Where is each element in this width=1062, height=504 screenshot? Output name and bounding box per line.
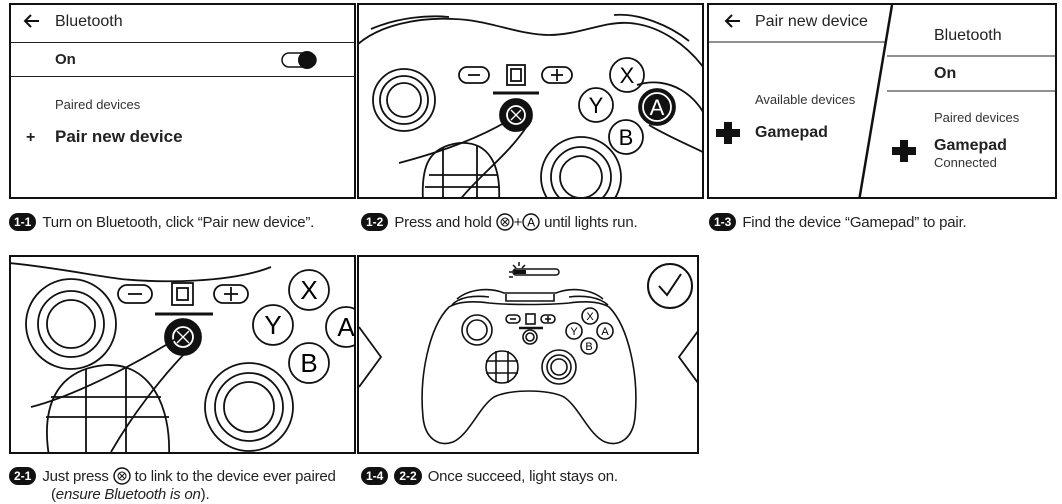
step-badge-1-1: 1-1	[9, 213, 37, 231]
home-button-icon	[112, 467, 131, 485]
controller-closeup-illustration: X Y A B	[359, 13, 702, 197]
arrow-left-icon[interactable]	[22, 13, 40, 29]
pair-new-device-title: Pair new device	[755, 13, 868, 30]
caption-1-1: 1-1 Turn on Bluetooth, click “Pair new de…	[9, 213, 314, 231]
gamepad-connected-status: Connected	[934, 155, 997, 170]
panel-controller-press: X Y A B	[9, 255, 356, 454]
caption-1-3-text: Find the device “Gamepad” to pair.	[742, 214, 967, 231]
caption-1-2-post: until lights run.	[544, 214, 638, 231]
caption-2-1-post: to link to the device ever paired	[134, 468, 336, 485]
button-a-label: A	[337, 312, 355, 342]
button-x-label: X	[300, 275, 317, 305]
gamepad-icon	[892, 140, 916, 162]
caption-2-1-pre: Just press	[42, 468, 109, 485]
caption-2-1-italic: ensure Bluetooth is on	[55, 486, 201, 503]
caption-1-2-plus: +	[513, 214, 523, 231]
step-badge-1-2: 1-2	[361, 213, 389, 231]
caption-2-2-text: Once succeed, light stays on.	[427, 468, 618, 485]
pair-new-device-button[interactable]: Pair new device	[55, 127, 183, 146]
button-y-label: Y	[589, 93, 604, 118]
paired-devices-label: Paired devices	[55, 97, 141, 112]
caption-2-1: 2-1 Just press to link to the device ever…	[9, 467, 336, 485]
gamepad-device-paired[interactable]: Gamepad	[934, 137, 1007, 154]
gamepad-icon	[716, 122, 740, 144]
checkmark-icon	[647, 263, 693, 309]
controller-closeup-illustration: X Y A B	[11, 262, 355, 452]
a-button-icon: A	[522, 213, 540, 231]
caption-1-4-2-2: 1-4 2-2 Once succeed, light stays on.	[361, 467, 618, 485]
available-devices-label: Available devices	[755, 92, 856, 107]
step-badge-2-1: 2-1	[9, 467, 37, 485]
caption-1-2: 1-2 Press and hold + A until lights run.	[361, 213, 638, 231]
settings-title: Bluetooth	[55, 13, 123, 30]
home-button-icon	[495, 213, 514, 231]
button-b-label: B	[619, 125, 634, 150]
button-y-label: Y	[570, 326, 578, 338]
bluetooth-on-label: On	[934, 65, 957, 82]
panel-divider	[709, 5, 1055, 197]
plus-icon: +	[26, 129, 36, 146]
step-badge-1-3: 1-3	[709, 213, 737, 231]
bluetooth-title: Bluetooth	[934, 27, 1002, 44]
caption-1-2-pre: Press and hold	[394, 214, 492, 231]
panel-controller-hold: X Y A B	[357, 3, 704, 199]
button-a-label: A	[650, 95, 665, 120]
caption-1-3: 1-3 Find the device “Gamepad” to pair.	[709, 213, 967, 231]
bluetooth-toggle[interactable]	[281, 50, 319, 70]
full-controller-illustration: X Y A B	[359, 262, 697, 445]
svg-text:A: A	[527, 216, 535, 230]
arrow-left-icon[interactable]	[723, 13, 741, 29]
panel-pair-device: Pair new device Available devices Gamepa…	[707, 3, 1057, 199]
panel-bluetooth-settings: Bluetooth On Paired devices + Pair new d…	[9, 3, 356, 199]
caption-1-1-text: Turn on Bluetooth, click “Pair new devic…	[42, 214, 315, 231]
gamepad-device-available[interactable]: Gamepad	[755, 124, 828, 141]
button-x-label: X	[620, 63, 635, 88]
bluetooth-toggle-label: On	[55, 51, 76, 68]
button-a-label: A	[601, 326, 609, 338]
button-b-label: B	[585, 341, 592, 353]
caption-2-1-line2: (ensure Bluetooth is on).	[51, 486, 210, 503]
paired-devices-label: Paired devices	[934, 110, 1020, 125]
panel-full-controller: X Y A B	[357, 255, 699, 454]
button-y-label: Y	[264, 310, 281, 340]
step-badge-1-4: 1-4	[361, 467, 389, 485]
button-b-label: B	[300, 348, 317, 378]
button-x-label: X	[586, 311, 594, 323]
step-badge-2-2: 2-2	[394, 467, 422, 485]
